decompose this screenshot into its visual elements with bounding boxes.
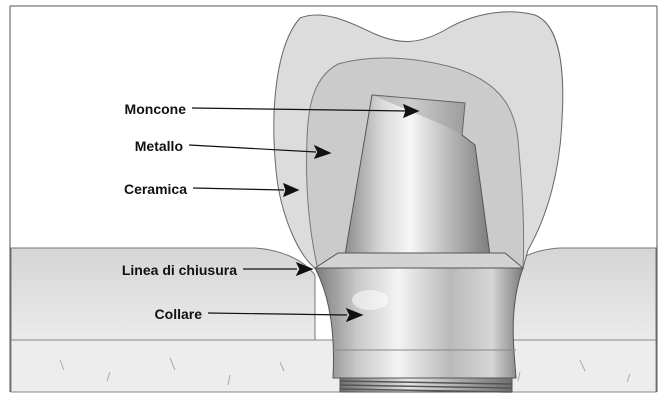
implant-threads: [340, 378, 512, 392]
implant-collar: [315, 268, 523, 378]
label-collare: Collare: [155, 306, 202, 322]
label-linea-di-chiusura: Linea di chiusura: [122, 262, 237, 278]
collar-highlight: [352, 290, 388, 310]
abutment-shoulder: [315, 253, 523, 268]
label-metallo: Metallo: [135, 138, 183, 154]
label-ceramica: Ceramica: [124, 181, 187, 197]
label-moncone: Moncone: [125, 101, 186, 117]
